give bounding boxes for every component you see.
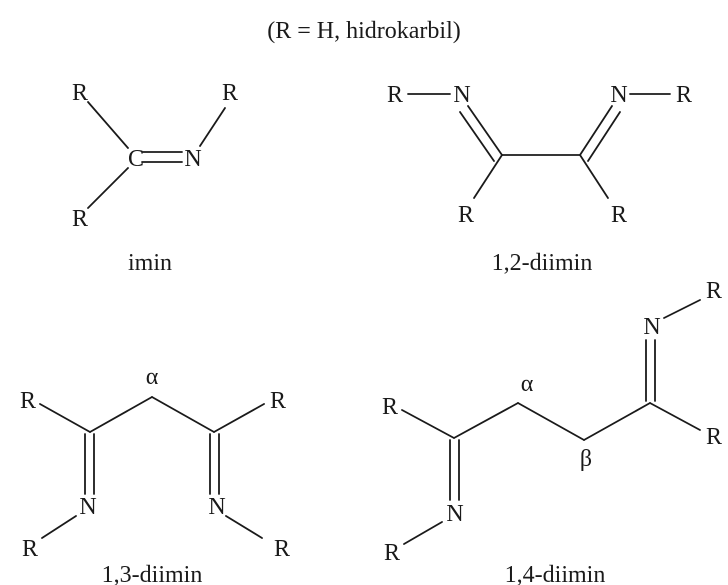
bond — [663, 299, 701, 319]
atom-r: R — [458, 202, 474, 228]
caption-imin: imin — [128, 250, 172, 276]
atom-r: R — [382, 394, 398, 420]
atom-r: R — [72, 80, 88, 106]
bond — [649, 402, 701, 431]
atom-c: C — [128, 146, 144, 172]
bond — [213, 403, 265, 433]
diimin-13-structure: R R α N N R R — [20, 364, 290, 562]
imin-structure: R R C N R — [72, 80, 238, 232]
double-bond — [467, 105, 503, 156]
bond — [403, 521, 443, 545]
bond — [579, 154, 609, 199]
double-bond — [579, 105, 613, 156]
atom-n: N — [453, 82, 470, 108]
bond — [583, 402, 651, 441]
atom-r: R — [676, 82, 692, 108]
atom-r: R — [706, 424, 722, 450]
bond — [41, 515, 77, 539]
bond — [89, 396, 153, 433]
caption-diimin-12: 1,2-diimin — [492, 250, 593, 276]
atom-r: R — [20, 388, 36, 414]
bond — [473, 154, 503, 199]
bond — [401, 409, 455, 439]
bond — [199, 107, 226, 147]
atom-r: R — [274, 536, 290, 562]
atom-n: N — [643, 314, 660, 340]
atom-n: N — [208, 494, 225, 520]
caption-diimin-13: 1,3-diimin — [102, 562, 203, 585]
caption-diimin-14: 1,4-diimin — [505, 562, 606, 585]
diimin-14-structure: R α β N R N R R — [382, 278, 722, 566]
atom-r: R — [384, 540, 400, 566]
atom-r: R — [706, 278, 722, 304]
atom-r: R — [72, 206, 88, 232]
double-bond — [459, 111, 495, 162]
alpha-label: α — [521, 371, 534, 397]
atom-r: R — [222, 80, 238, 106]
diimin-12-structure: R N N R R R — [387, 82, 692, 228]
bond — [87, 167, 129, 209]
atom-n: N — [184, 146, 201, 172]
bond — [151, 396, 215, 433]
atom-r: R — [270, 388, 286, 414]
atom-n: N — [446, 501, 463, 527]
atom-r: R — [387, 82, 403, 108]
beta-label: β — [580, 446, 592, 472]
double-bond — [587, 111, 621, 162]
atom-r: R — [611, 202, 627, 228]
bond — [87, 101, 129, 149]
bond — [225, 515, 263, 539]
atom-n: N — [610, 82, 627, 108]
alpha-label: α — [146, 364, 159, 390]
atom-r: R — [22, 536, 38, 562]
atom-n: N — [79, 494, 96, 520]
r-definition: (R = H, hidrokarbil) — [267, 18, 461, 44]
bond — [453, 402, 519, 439]
bond — [517, 402, 585, 441]
bond — [39, 403, 91, 433]
